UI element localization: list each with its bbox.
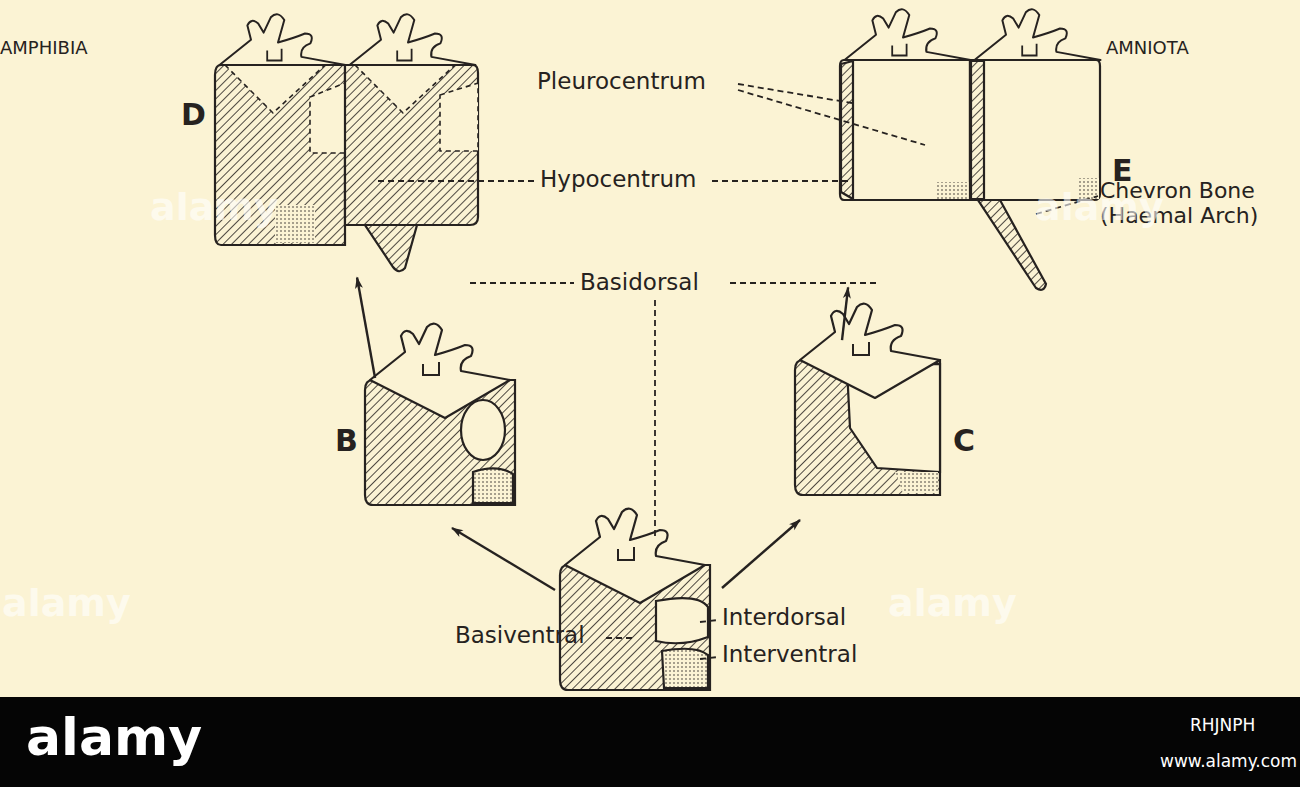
vertebra-node: D: [215, 62, 478, 248]
intermediate-vertebra: [461, 400, 505, 460]
amphibian-vertebrae: [365, 225, 417, 271]
evolution-arrow: [722, 520, 800, 588]
part-label: Basiventral: [455, 622, 585, 648]
leader-line: [654, 300, 656, 540]
amniote-vertebrae: [975, 9, 1101, 60]
watermark: alamy: [888, 582, 1017, 626]
amphibian-vertebrae: [225, 65, 325, 113]
amphibian-vertebrae: [345, 65, 478, 225]
leader-line: [738, 84, 852, 103]
part-label: Hypocentrum: [540, 166, 696, 192]
amniote-vertebrae: [970, 9, 1101, 290]
part-label: Interventral: [722, 641, 857, 667]
amphibian-vertebrae: [215, 14, 478, 271]
leader-line: [700, 657, 718, 659]
intermediate-vertebra: [365, 324, 515, 505]
ancestral-vertebra: [662, 649, 708, 688]
watermark: alamy: [2, 582, 131, 626]
amniote-vertebrae: [971, 61, 984, 199]
logo: alamy: [26, 708, 202, 768]
group-heading: AMNIOTA: [1106, 38, 1189, 59]
leader-line: [738, 90, 925, 145]
evolution-arrow: [452, 520, 800, 590]
amniote-vertebrae: [840, 9, 971, 200]
intermediate-vertebra: [853, 342, 869, 355]
url: www.alamy.com: [1160, 752, 1297, 772]
amphibian-vertebrae: [345, 14, 478, 271]
intermediate-vertebra: [370, 324, 510, 418]
vertebra-node: C: [795, 358, 940, 495]
intermediate-vertebra: [473, 468, 513, 503]
vertebra-node: B: [365, 378, 515, 505]
amniote-vertebrae: [970, 60, 1100, 200]
leader-line: [730, 282, 880, 284]
watermark: alamy: [1035, 186, 1164, 230]
amphibian-vertebrae: [220, 14, 346, 65]
amphibian-vertebrae: [397, 49, 411, 61]
amniote-vertebrae: [841, 61, 853, 199]
intermediate-vertebra: [423, 362, 439, 375]
amphibian-vertebrae: [310, 83, 345, 153]
vertebra-letter: D: [181, 100, 206, 130]
amphibian-vertebrae: [350, 14, 476, 65]
vertebra-node: E: [840, 58, 1100, 200]
ancestral-vertebra: [560, 509, 710, 690]
amniote-vertebrae: [892, 44, 906, 56]
vertebra-letter: E: [1112, 156, 1133, 186]
leader-line: [470, 282, 574, 284]
amphibian-vertebrae: [267, 49, 281, 61]
amphibian-vertebrae: [355, 65, 455, 113]
evolution-arrow: [842, 287, 848, 340]
evolution-arrow: [452, 528, 555, 590]
group-heading: AMPHIBIA: [0, 38, 88, 59]
intermediate-vertebra: [895, 472, 938, 493]
amphibian-vertebrae: [440, 83, 478, 151]
leader-line: [700, 620, 718, 622]
ancestral-vertebra: [618, 547, 634, 560]
intermediate-vertebra: [795, 304, 940, 495]
leader-line: [606, 637, 632, 639]
amniote-vertebrae: [840, 60, 970, 200]
watermark-bar: [0, 697, 1300, 787]
leader-line: [378, 84, 1098, 659]
vertebra-letter: B: [335, 426, 358, 456]
amniote-vertebrae: [936, 182, 969, 199]
ancestral-vertebra: [656, 598, 708, 643]
vertebra-letter: C: [953, 426, 975, 456]
ancestral-vertebra: [565, 509, 705, 603]
amniote-vertebrae: [840, 9, 1101, 290]
leader-line: [712, 180, 848, 182]
part-label: Pleurocentrum: [537, 68, 706, 94]
amphibian-vertebrae: [275, 205, 315, 243]
image-id: RHJNPH: [1190, 716, 1255, 736]
part-label: Interdorsal: [722, 604, 846, 630]
amniote-vertebrae: [1022, 44, 1036, 56]
amniote-vertebrae: [845, 9, 971, 60]
leader-line: [378, 180, 534, 182]
intermediate-vertebra: [800, 304, 940, 398]
watermark: alamy: [150, 186, 279, 230]
evolution-arrow: [357, 278, 375, 378]
part-label: Basidorsal: [580, 269, 699, 295]
